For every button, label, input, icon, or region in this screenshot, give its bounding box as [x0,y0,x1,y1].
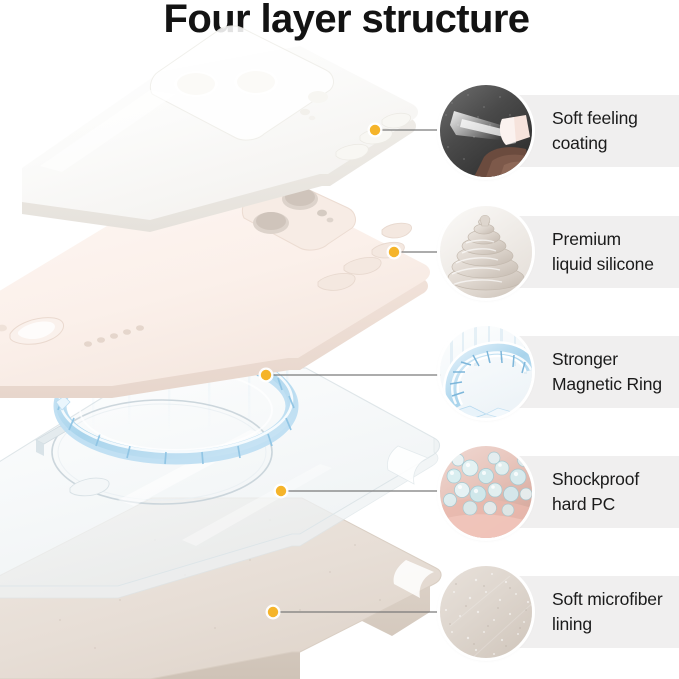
liquid-silicone-photo-icon [440,206,532,298]
soft-feeling-coating-layer [22,25,418,232]
callout-label-pill: Soft feeling coating [516,95,679,167]
hard-pc-shell-layer [0,367,441,599]
callout-stronger-magnetic-ring[interactable]: Stronger Magnetic Ring [440,326,679,418]
callout-label-line2: coating [552,133,608,153]
callout-label-line2: Magnetic Ring [552,374,662,394]
callout-label-line2: liquid silicone [552,254,654,274]
callout-label-line1: Soft feeling [552,108,638,128]
callout-label-line1: Stronger [552,349,618,369]
callout-label-line1: Soft microfiber [552,589,663,609]
microfiber-fabric-photo-icon [440,566,532,658]
callout-label-pill: Shockproof hard PC [516,456,679,528]
callout-label-line1: Shockproof [552,469,640,489]
callout-label-pill: Soft microfiber lining [516,576,679,648]
spray-coating-photo-icon [440,85,532,177]
callout-shockproof-hard-pc[interactable]: Shockproof hard PC [440,446,679,538]
callout-label-line1: Premium [552,229,621,249]
callout-label-line2: hard PC [552,494,616,514]
callout-premium-liquid-silicone[interactable]: Premium liquid silicone [440,206,679,298]
exploded-case-illustration [0,25,442,679]
callout-label-pill: Stronger Magnetic Ring [516,336,679,408]
callout-soft-microfiber-lining[interactable]: Soft microfiber lining [440,566,679,658]
callout-label-line2: lining [552,614,592,634]
magnetic-ring-photo-icon [440,326,532,418]
hard-pc-pellets-photo-icon [440,446,532,538]
callout-label-pill: Premium liquid silicone [516,216,679,288]
callout-soft-feeling-coating[interactable]: Soft feeling coating [440,85,679,177]
